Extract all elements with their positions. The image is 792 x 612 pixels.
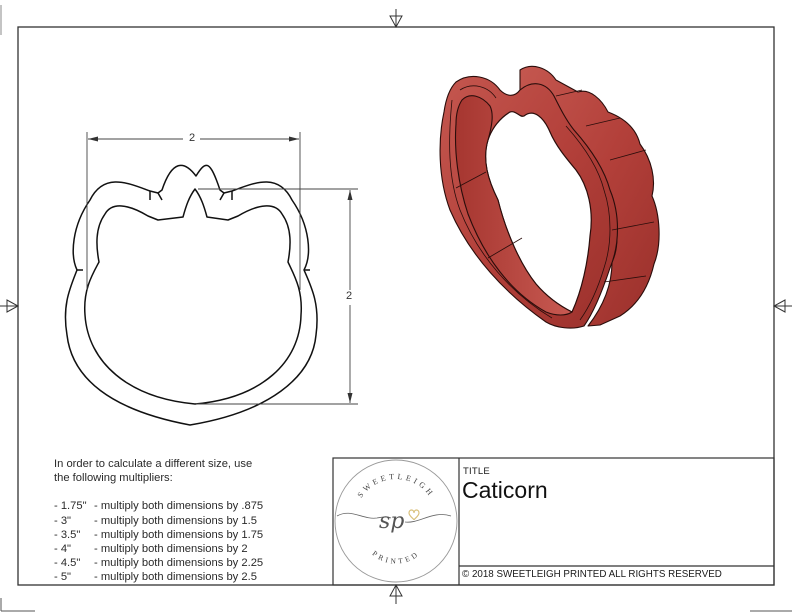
inner-outline: [83, 188, 303, 405]
instructions-intro-line-2: the following multipliers:: [54, 472, 173, 485]
svg-text:SWEETLEIGH: SWEETLEIGH: [356, 472, 437, 499]
multiplier-text: - multiply both dimensions by 2: [94, 543, 248, 556]
multiplier-row: - 1.75" - multiply both dimensions by .8…: [54, 499, 263, 513]
multiplier-size: - 3": [54, 514, 72, 527]
width-dimension-label: 2: [187, 132, 198, 144]
right-centering-mark: [772, 299, 792, 313]
multiplier-row: - 4" - multiply both dimensions by 2: [54, 542, 263, 556]
height-dimension-label: 2: [344, 290, 355, 302]
top-centering-mark: [389, 9, 403, 29]
bottom-centering-mark: [389, 583, 403, 604]
multiplier-size: - 1.75": [54, 500, 87, 513]
logo-bottom-text: PRINTED: [371, 549, 419, 566]
multiplier-size: - 4.5": [54, 557, 81, 570]
multiplier-size: - 3.5": [54, 528, 81, 541]
multiplier-row: - 3" - multiply both dimensions by 1.5: [54, 514, 263, 528]
multiplier-row: - 3.5" - multiply both dimensions by 1.7…: [54, 528, 263, 542]
logo-top-text: SWEETLEIGH: [356, 472, 434, 499]
outer-outline: [64, 164, 318, 426]
multiplier-text: - multiply both dimensions by 1.5: [94, 514, 257, 527]
drawing-title: Caticorn: [462, 477, 548, 503]
multiplier-row: - 4.5" - multiply both dimensions by 2.2…: [54, 556, 263, 570]
svg-text:PRINTED: PRINTED: [371, 549, 422, 566]
logo-monogram: sp: [379, 509, 404, 534]
multiplier-text: - multiply both dimensions by 2.5: [94, 571, 257, 584]
multiplier-size: - 4": [54, 543, 72, 556]
multiplier-text: - multiply both dimensions by 1.75: [94, 528, 264, 541]
title-label: TITLE: [463, 466, 490, 477]
sweetleigh-printed-logo: SWEETLEIGH PRINTED sp: [334, 459, 458, 583]
multiplier-row: - 5" - multiply both dimensions by 2.5: [54, 570, 263, 584]
instructions-intro-line-1: In order to calculate a different size, …: [54, 458, 253, 470]
multiplier-text: - multiply both dimensions by .875: [94, 500, 264, 513]
heart-icon: [408, 509, 420, 521]
multiplier-text: - multiply both dimensions by 2.25: [94, 557, 264, 570]
multiplier-size: - 5": [54, 571, 72, 584]
title-block-frame: [332, 457, 775, 586]
copyright-notice: © 2018 SWEETLEIGH PRINTED ALL RIGHTS RES…: [462, 569, 722, 580]
left-centering-mark: [0, 299, 20, 313]
size-multiplier-instructions: In order to calculate a different size, …: [54, 457, 263, 585]
